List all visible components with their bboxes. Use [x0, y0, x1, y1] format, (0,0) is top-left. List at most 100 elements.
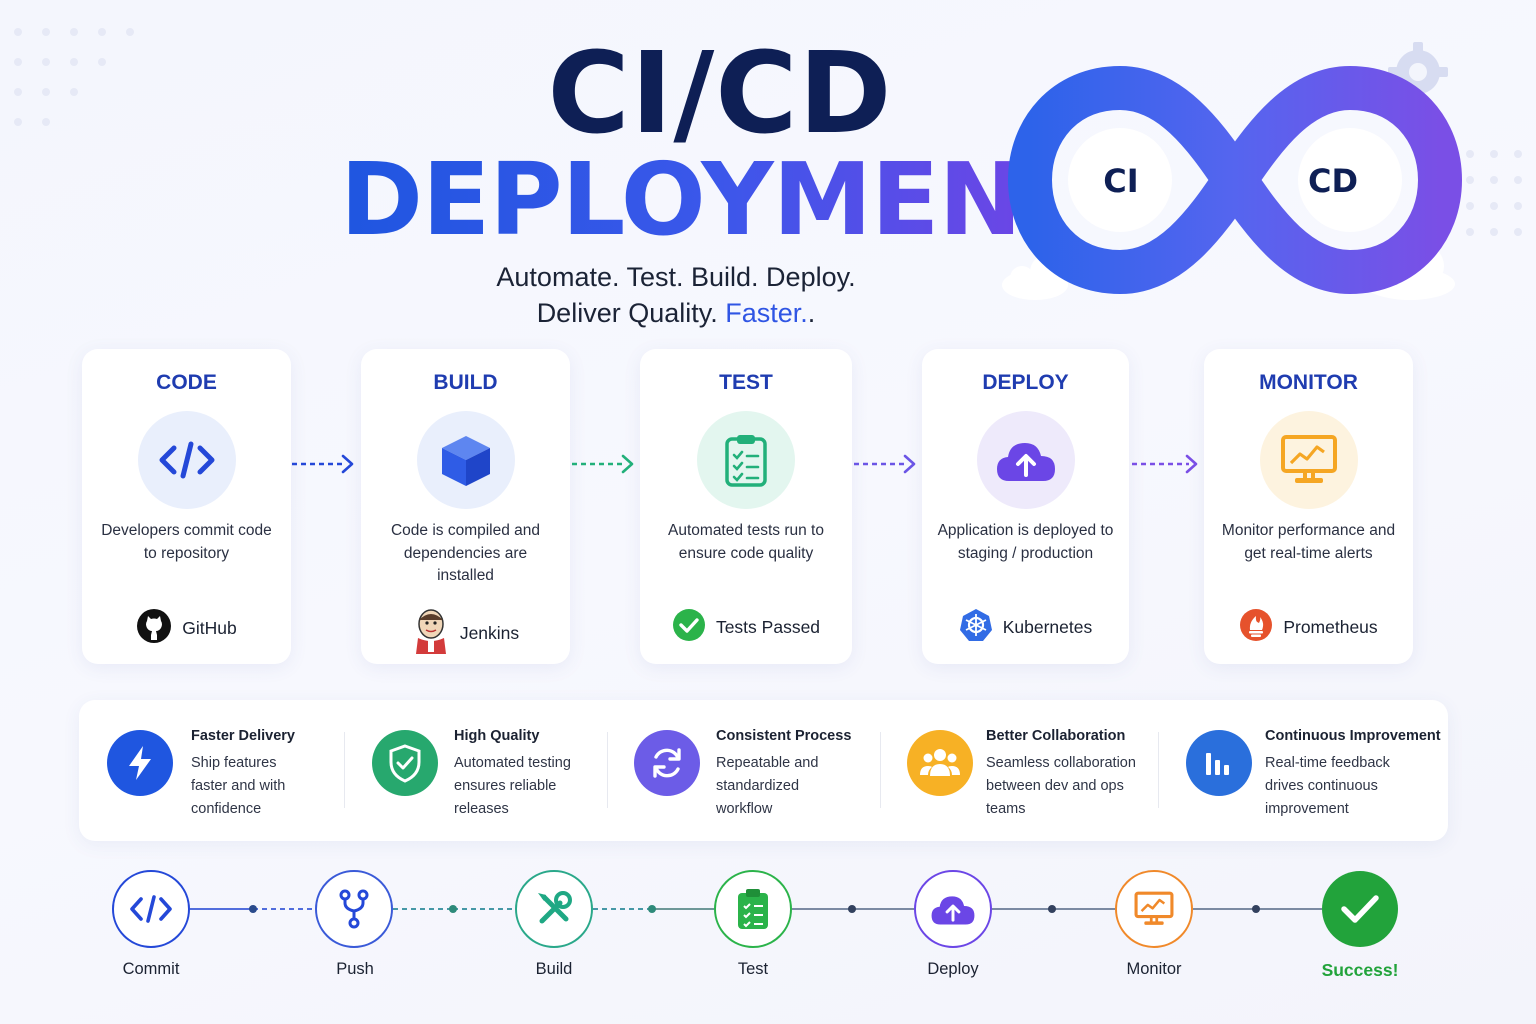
flow-arrow-icon — [292, 454, 354, 474]
timeline-node-push — [315, 870, 393, 948]
timeline-dot — [449, 905, 457, 913]
stage-card-test: TEST Automated tests run to ensure code … — [640, 349, 852, 664]
benefit-faster-delivery: Faster Delivery Ship features faster and… — [107, 700, 337, 841]
stage-title: MONITOR — [1259, 371, 1358, 394]
clipboard-check-icon — [697, 411, 795, 509]
timeline-dot — [249, 905, 257, 913]
cloud-upload-icon — [976, 411, 1075, 509]
stage-title: TEST — [719, 371, 773, 394]
tools-icon — [538, 891, 572, 924]
timeline-label: Test — [737, 960, 769, 978]
tagline-suffix: . — [807, 298, 816, 328]
clipboard-check-icon — [738, 889, 768, 929]
team-icon — [907, 730, 973, 796]
benefit-continuous-improvement: Continuous Improvement Real-time feedbac… — [1186, 700, 1446, 841]
tagline-accent: Faster. — [725, 298, 808, 328]
flow-arrow-icon — [572, 454, 634, 474]
timeline-label: Push — [336, 960, 374, 978]
timeline-node-commit — [112, 870, 190, 948]
timeline-label: Build — [535, 960, 573, 978]
refresh-icon — [634, 730, 700, 796]
benefit-title: Faster Delivery — [191, 728, 295, 744]
stage-tool-label: GitHub — [182, 618, 237, 638]
checkmark-icon — [1341, 895, 1379, 923]
kubernetes-icon — [959, 608, 993, 647]
benefit-divider — [607, 732, 608, 808]
cloud-upload-icon — [931, 896, 975, 925]
timeline-label: Monitor — [1126, 960, 1182, 978]
stage-description: Code is compiled and dependencies are in… — [390, 522, 541, 584]
benefit-divider — [344, 732, 345, 808]
stage-description: Automated tests run to ensure code quali… — [668, 522, 824, 562]
timeline-label-success: Success! — [1321, 960, 1399, 980]
cube-icon — [416, 411, 515, 509]
benefits-panel: Faster Delivery Ship features faster and… — [79, 700, 1448, 841]
stage-tool-label: Kubernetes — [1002, 617, 1093, 637]
stage-tool-label: Prometheus — [1283, 617, 1378, 637]
benefit-description: Ship features faster and with confidence — [191, 755, 286, 817]
tagline: Automate. Test. Build. Deploy. — [496, 262, 856, 292]
stage-tool: Prometheus — [1204, 608, 1413, 647]
git-branch-icon — [339, 889, 369, 929]
benefit-title: Consistent Process — [716, 728, 852, 744]
timeline-node-test — [714, 870, 792, 948]
stage-card-code: CODE Developers commit code to repositor… — [82, 349, 291, 664]
code-icon — [130, 895, 172, 923]
timeline-track — [190, 905, 1322, 913]
infinity-label-cd: CD — [1308, 162, 1358, 200]
stage-card-deploy: DEPLOY Application is deployed to stagin… — [922, 349, 1129, 664]
infinity-loop-logo: CI CD — [1002, 42, 1462, 300]
prometheus-icon — [1239, 608, 1273, 647]
decorative-dots-right — [1466, 150, 1536, 260]
page-subtitle: DEPLOYMENT — [340, 141, 1089, 258]
benefit-description: Seamless collaboration between dev and o… — [986, 755, 1136, 817]
infinity-label-ci: CI — [1103, 162, 1138, 200]
timeline-node-monitor — [1115, 870, 1193, 948]
benefit-title: High Quality — [454, 728, 540, 744]
stage-tool-label: Tests Passed — [715, 617, 821, 637]
stage-tool: Tests Passed — [640, 608, 852, 647]
lightning-icon — [107, 730, 173, 796]
stage-title: BUILD — [433, 371, 498, 394]
stage-card-build: BUILD Code is compiled and dependencies … — [361, 349, 570, 664]
tagline-secondary: Deliver Quality. Faster.. — [376, 298, 976, 329]
jenkins-icon — [412, 608, 450, 659]
benefit-description: Real-time feedback drives continuous imp… — [1265, 755, 1390, 817]
timeline-dot — [848, 905, 856, 913]
benefit-title: Better Collaboration — [986, 728, 1126, 744]
flow-arrow-icon — [1132, 454, 1198, 474]
flow-arrow-icon — [854, 454, 916, 474]
stage-tool-label: Jenkins — [459, 623, 520, 643]
stage-description: Monitor performance and get real-time al… — [1221, 522, 1396, 562]
tagline-prefix: Deliver Quality. — [536, 298, 718, 328]
stage-description: Developers commit code to repository — [101, 522, 272, 562]
timeline-node-deploy — [914, 870, 992, 948]
decorative-dots-left — [14, 28, 204, 148]
code-icon — [137, 411, 236, 509]
monitor-chart-icon — [1134, 891, 1174, 925]
benefit-title: Continuous Improvement — [1265, 728, 1441, 744]
timeline-dot — [648, 905, 656, 913]
stage-tool: Jenkins — [361, 608, 570, 659]
stage-title: CODE — [156, 371, 217, 394]
stage-description: Application is deployed to staging / pro… — [937, 522, 1114, 562]
benefit-divider — [1158, 732, 1159, 808]
benefit-consistent-process: Consistent Process Repeatable and standa… — [634, 700, 879, 841]
benefit-better-collaboration: Better Collaboration Seamless collaborat… — [907, 700, 1167, 841]
timeline-node-build — [515, 870, 593, 948]
benefit-description: Automated testing ensures reliable relea… — [454, 755, 571, 817]
timeline-label: Commit — [122, 960, 180, 978]
timeline-label: Deploy — [927, 960, 979, 978]
stage-card-monitor: MONITOR Monitor performance and get real… — [1204, 349, 1413, 664]
timeline-dot — [1252, 905, 1260, 913]
check-circle-icon — [672, 608, 706, 647]
monitor-chart-icon — [1259, 411, 1358, 509]
github-icon — [136, 608, 172, 649]
benefit-high-quality: High Quality Automated testing ensures r… — [372, 700, 602, 841]
stage-tool: GitHub — [82, 608, 291, 649]
stage-title: DEPLOY — [982, 371, 1069, 394]
timeline-node-success — [1322, 871, 1398, 947]
benefit-divider — [880, 732, 881, 808]
bar-chart-icon — [1186, 730, 1252, 796]
stage-tool: Kubernetes — [922, 608, 1129, 647]
